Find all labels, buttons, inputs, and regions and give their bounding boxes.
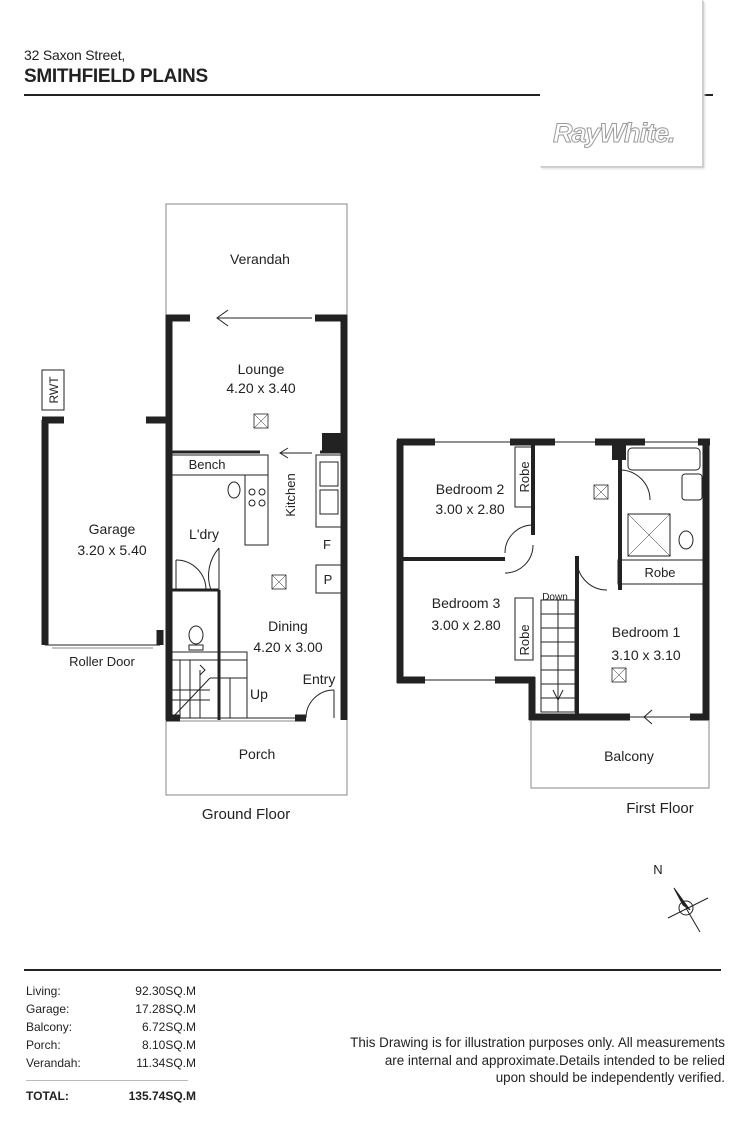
- floor-plan-drawing: Verandah Lounge 4.20 x 3.40 Garage 3.20 …: [41, 203, 710, 933]
- compass: [667, 887, 709, 933]
- area-row-verandah: Verandah:11.34SQ.M: [26, 1056, 196, 1070]
- area-row-porch: Porch:8.10SQ.M: [26, 1038, 196, 1052]
- ground-stairs: [171, 651, 248, 719]
- bedroom1-size: 3.10 x 3.10: [611, 647, 680, 663]
- bedroom3-label: Bedroom 3: [432, 595, 501, 611]
- pantry-label: P: [324, 572, 333, 587]
- agency-logo-card: [540, 0, 703, 167]
- entry-label: Entry: [303, 671, 336, 687]
- garage-label: Garage: [89, 521, 136, 537]
- total-value: 135.74SQ.M: [128, 1089, 196, 1103]
- lounge-label: Lounge: [238, 361, 285, 377]
- bedroom3-size: 3.00 x 2.80: [431, 617, 500, 633]
- area-row-living: Living:92.30SQ.M: [26, 984, 196, 998]
- first-floor-title: First Floor: [626, 800, 694, 817]
- rwt-label: RWT: [47, 376, 61, 404]
- lounge-size: 4.20 x 3.40: [226, 380, 295, 396]
- porch-outline: [165, 720, 348, 796]
- robe-b3-label: Robe: [517, 624, 532, 655]
- verandah-label: Verandah: [230, 251, 290, 267]
- area-schedule: Living:92.30SQ.M Garage:17.28SQ.M Balcon…: [26, 984, 196, 1074]
- porch-label: Porch: [239, 746, 276, 762]
- roller-door-label: Roller Door: [69, 654, 135, 669]
- compass-north-label: N: [653, 862, 662, 877]
- fridge-label: F: [323, 537, 331, 552]
- down-label: Down: [542, 592, 568, 603]
- address-line: 32 Saxon Street,: [24, 47, 126, 63]
- area-total-row: TOTAL: 135.74SQ.M: [26, 1089, 196, 1103]
- garage-size: 3.20 x 5.40: [77, 542, 146, 558]
- up-label: Up: [250, 686, 268, 702]
- agency-logo: RayWhite.: [553, 118, 677, 149]
- robe-b1-label: Robe: [644, 565, 675, 580]
- area-total-divider: [26, 1080, 188, 1081]
- area-row-balcony: Balcony:6.72SQ.M: [26, 1020, 196, 1034]
- bedroom2-size: 3.00 x 2.80: [435, 501, 504, 517]
- balcony-label: Balcony: [604, 748, 654, 764]
- total-label: TOTAL:: [26, 1089, 69, 1103]
- dining-size: 4.20 x 3.00: [253, 639, 322, 655]
- verandah-outline: [165, 203, 348, 318]
- bedroom1-label: Bedroom 1: [612, 624, 681, 640]
- dining-label: Dining: [268, 618, 308, 634]
- bench-label: Bench: [189, 457, 226, 472]
- robe-b2-label: Robe: [517, 461, 532, 492]
- disclaimer-text: This Drawing is for illustration purpose…: [350, 1035, 725, 1085]
- kitchen-label: Kitchen: [283, 473, 298, 516]
- laundry-label: L'dry: [189, 526, 219, 542]
- ground-floor-title: Ground Floor: [202, 806, 290, 823]
- ground-walls: [41, 314, 348, 722]
- first-floor-stairs: [540, 599, 576, 713]
- bedroom2-label: Bedroom 2: [436, 481, 505, 497]
- balcony-outline: [530, 720, 710, 789]
- area-row-garage: Garage:17.28SQ.M: [26, 1002, 196, 1016]
- header-divider: [24, 94, 713, 96]
- suburb-title: SMITHFIELD PLAINS: [24, 66, 208, 87]
- footer-divider: [24, 969, 721, 971]
